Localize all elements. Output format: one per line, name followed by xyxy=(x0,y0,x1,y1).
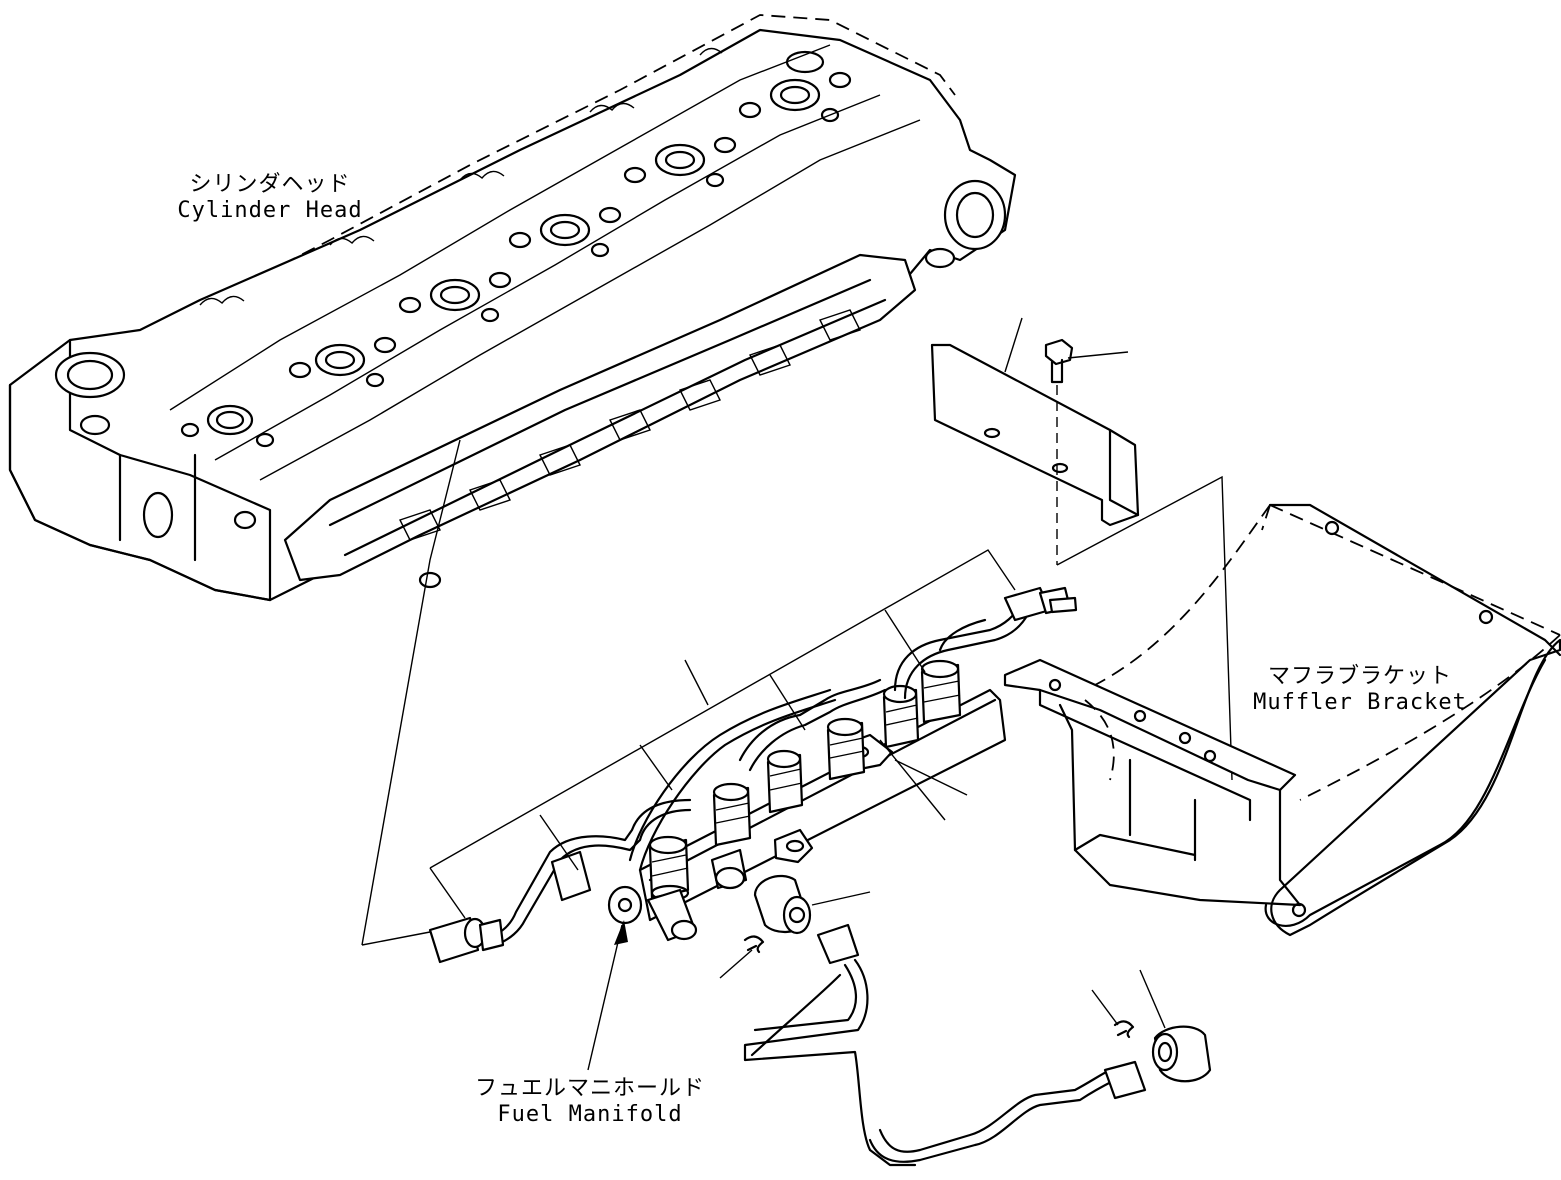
pressure-sensor-drawing xyxy=(753,874,871,935)
muffler-bracket-drawing xyxy=(1003,503,1561,937)
bolt-drawing xyxy=(1044,338,1129,565)
cylinder-head-drawing xyxy=(8,14,1017,602)
fuel-manifold-drawing xyxy=(428,586,1078,964)
muffler-bracket-label-jp: マフラブラケット xyxy=(1267,664,1452,689)
leader-lines xyxy=(361,439,1016,1071)
harness-lower-drawing xyxy=(743,923,1147,1167)
fuel-manifold-label: フュエルマニホールド Fuel Manifold xyxy=(470,1076,710,1128)
cylinder-head-label-en: Cylinder Head xyxy=(177,198,363,223)
cylinder-head-label: シリンダヘッド Cylinder Head xyxy=(170,172,370,224)
connector-cap-drawing xyxy=(1139,969,1212,1083)
muffler-bracket-label-en: Muffler Bracket xyxy=(1253,690,1467,715)
reference-line xyxy=(1056,475,1233,781)
fuel-manifold-label-jp: フュエルマニホールド xyxy=(474,1076,705,1101)
bracket-plate-drawing xyxy=(930,317,1140,527)
clip-drawings xyxy=(719,935,1135,1039)
muffler-bracket-label: マフラブラケット Muffler Bracket xyxy=(1240,664,1480,716)
fuel-manifold-label-en: Fuel Manifold xyxy=(497,1102,683,1127)
cylinder-head-label-jp: シリンダヘッド xyxy=(189,172,351,197)
